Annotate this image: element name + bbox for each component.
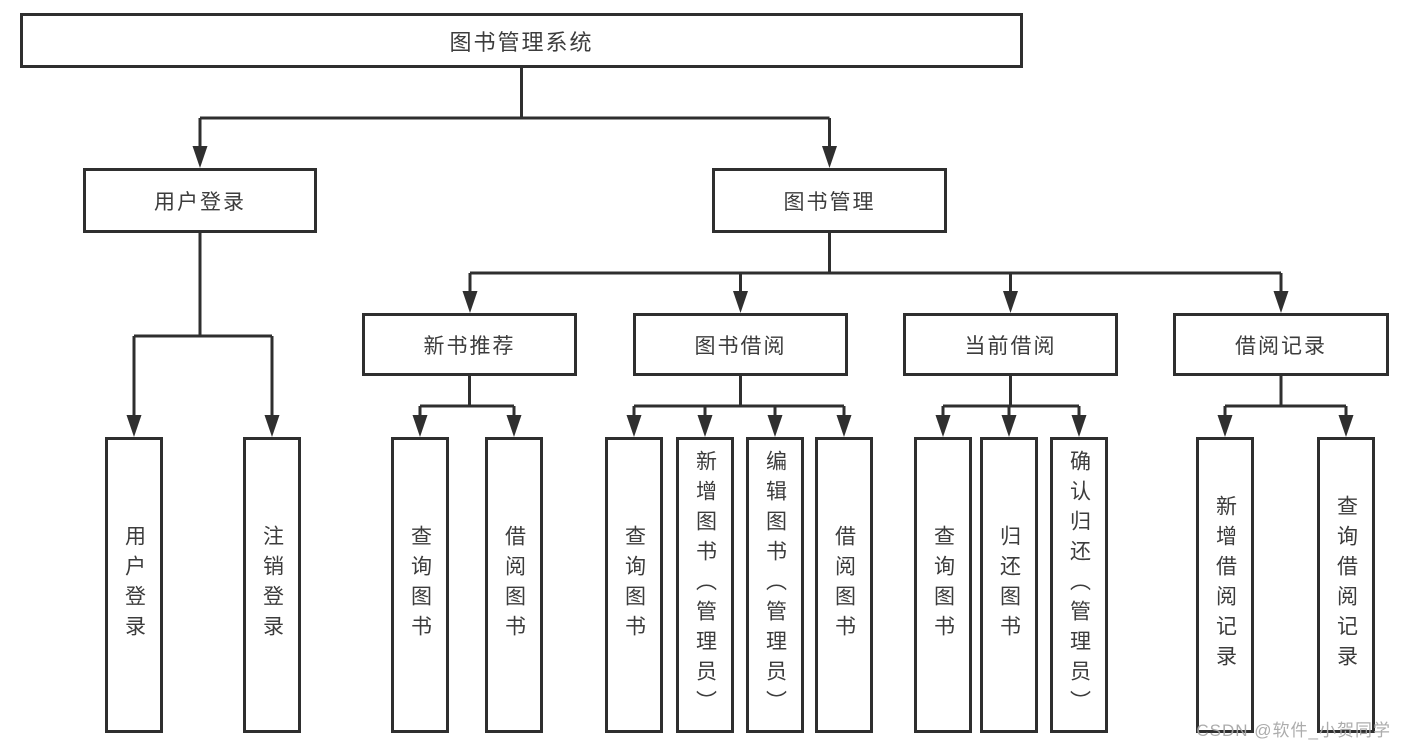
node-book-borrowing: 图书借阅 bbox=[633, 313, 848, 376]
leaf-borrow-books-1: 借阅图书 bbox=[485, 437, 543, 733]
leaf-confirm-return-admin-label: 确认归还（管理员） bbox=[1067, 450, 1091, 720]
leaf-borrow-books-2: 借阅图书 bbox=[815, 437, 873, 733]
leaf-query-books-2-label: 查询图书 bbox=[622, 525, 646, 645]
node-current-borrowing: 当前借阅 bbox=[903, 313, 1118, 376]
node-new-book-recommend: 新书推荐 bbox=[362, 313, 577, 376]
leaf-borrow-books-2-label: 借阅图书 bbox=[832, 525, 856, 645]
node-book-management: 图书管理 bbox=[712, 168, 947, 233]
leaf-logout: 注销登录 bbox=[243, 437, 301, 733]
leaf-add-borrow-record: 新增借阅记录 bbox=[1196, 437, 1254, 733]
leaf-add-borrow-record-label: 新增借阅记录 bbox=[1213, 495, 1237, 675]
leaf-query-books-2: 查询图书 bbox=[605, 437, 663, 733]
leaf-user-login: 用户登录 bbox=[105, 437, 163, 733]
leaf-user-login-label: 用户登录 bbox=[122, 525, 146, 645]
leaf-query-books-3-label: 查询图书 bbox=[931, 525, 955, 645]
csdn-watermark: CSDN @软件_小贺同学 bbox=[1196, 721, 1391, 740]
node-user-login: 用户登录 bbox=[83, 168, 317, 233]
leaf-query-books-3: 查询图书 bbox=[914, 437, 972, 733]
node-borrowing-records: 借阅记录 bbox=[1173, 313, 1389, 376]
leaf-query-borrow-record: 查询借阅记录 bbox=[1317, 437, 1375, 733]
leaf-query-books-1: 查询图书 bbox=[391, 437, 449, 733]
leaf-edit-books-admin: 编辑图书（管理员） bbox=[746, 437, 804, 733]
leaf-logout-label: 注销登录 bbox=[260, 525, 284, 645]
leaf-add-books-admin-label: 新增图书（管理员） bbox=[693, 450, 717, 720]
leaf-add-books-admin: 新增图书（管理员） bbox=[676, 437, 734, 733]
leaf-borrow-books-1-label: 借阅图书 bbox=[502, 525, 526, 645]
leaf-query-borrow-record-label: 查询借阅记录 bbox=[1334, 495, 1358, 675]
leaf-edit-books-admin-label: 编辑图书（管理员） bbox=[763, 450, 787, 720]
leaf-return-books-label: 归还图书 bbox=[997, 525, 1021, 645]
node-library-management-system: 图书管理系统 bbox=[20, 13, 1023, 68]
leaf-query-books-1-label: 查询图书 bbox=[408, 525, 432, 645]
leaf-confirm-return-admin: 确认归还（管理员） bbox=[1050, 437, 1108, 733]
leaf-return-books: 归还图书 bbox=[980, 437, 1038, 733]
